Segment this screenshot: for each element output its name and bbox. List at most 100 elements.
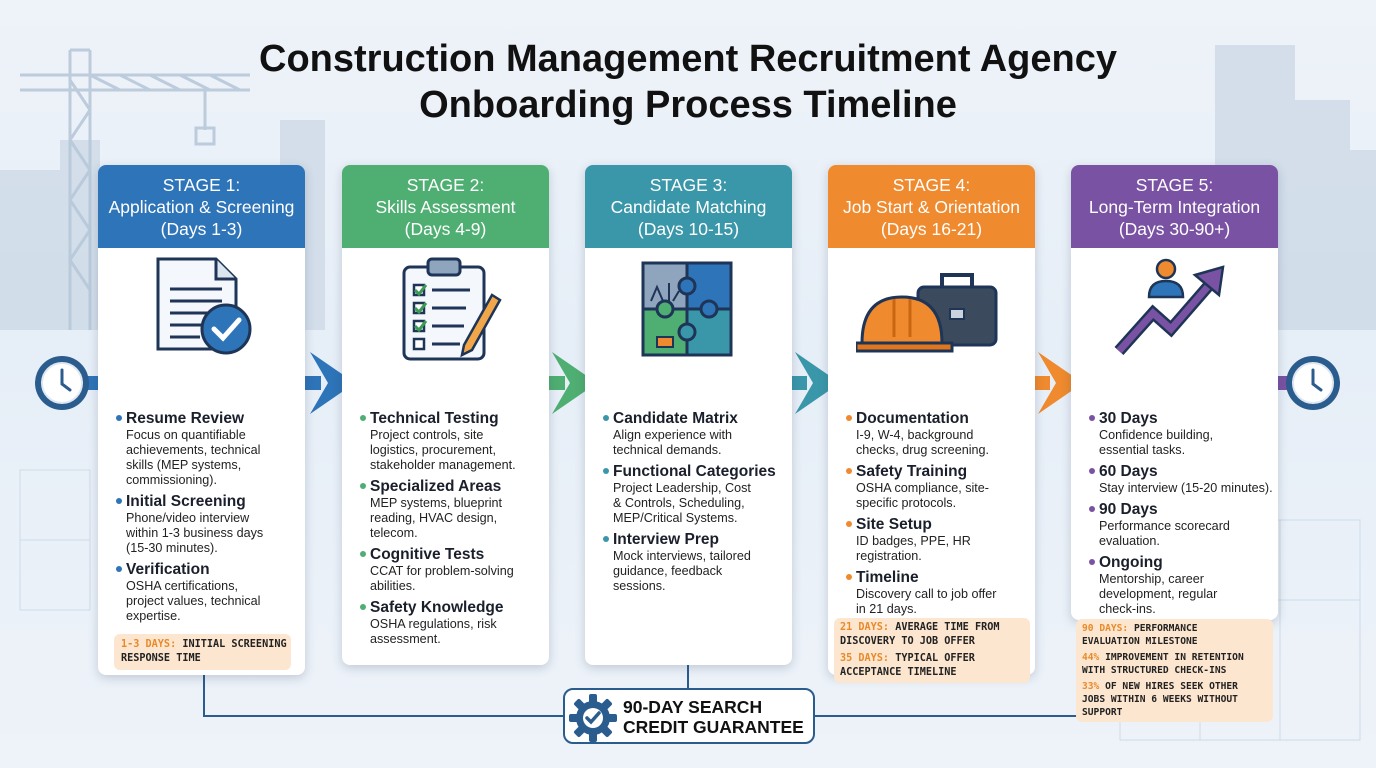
bullet-dot: [603, 536, 609, 542]
stage-card-3: STAGE 3: Candidate Matching (Days 10-15)…: [585, 165, 792, 665]
desc-line: guidance, feedback: [613, 564, 723, 578]
desc-line: checks, drug screening.: [856, 443, 990, 457]
item-title: Safety Training: [856, 463, 968, 480]
stat-text: IMPROVEMENT IN RETENTION: [1099, 652, 1244, 663]
stage-header-3: STAGE 3: Candidate Matching (Days 10-15): [585, 165, 792, 248]
clipboard-checklist-icon: [402, 257, 502, 361]
list-item: 90 Days Performance scorecard evaluation…: [1089, 501, 1268, 549]
stat-text: DISCOVERY TO JOB OFFER: [840, 636, 975, 647]
gear-check-icon: [569, 694, 617, 742]
stage-header-5: STAGE 5: Long-Term Integration (Days 30-…: [1071, 165, 1278, 248]
item-title: Specialized Areas: [370, 478, 502, 495]
desc-line: abilities.: [370, 579, 416, 593]
item-description: ID badges, PPE, HR registration.: [856, 534, 1025, 564]
item-description: Align experience with technical demands.: [613, 428, 782, 458]
item-title: Candidate Matrix: [613, 410, 738, 427]
stat-text: INITIAL SCREENING: [176, 639, 287, 650]
desc-line: logistics, procurement,: [370, 443, 496, 457]
desc-line: MEP systems, blueprint: [370, 496, 503, 510]
item-title: Verification: [126, 561, 210, 578]
list-item: Documentation I-9, W-4, background check…: [846, 410, 1025, 458]
desc-line: project values, technical: [126, 594, 261, 608]
item-description: Performance scorecard evaluation.: [1099, 519, 1268, 549]
item-title: Functional Categories: [613, 463, 776, 480]
stage-5-items: 30 Days Confidence building, essential t…: [1089, 410, 1273, 622]
guarantee-badge: 90-DAY SEARCH CREDIT GUARANTEE: [563, 688, 815, 744]
clock-end-icon: [1286, 356, 1340, 410]
list-item: Functional Categories Project Leadership…: [603, 463, 782, 526]
guarantee-line-2: CREDIT GUARANTEE: [623, 717, 804, 737]
desc-line: essential tasks.: [1099, 443, 1186, 457]
desc-line: development, regular: [1099, 587, 1218, 601]
list-item: Initial Screening Phone/video interview …: [116, 493, 295, 556]
stat-text: OF NEW HIRES SEEK OTHER: [1099, 681, 1238, 692]
stage-name: Skills Assessment: [375, 197, 516, 217]
stat-note-stage-5: 90 DAYS: PERFORMANCE EVALUATION MILESTON…: [1076, 619, 1273, 722]
stage-name: Job Start & Orientation: [842, 197, 1021, 217]
desc-line: & Controls, Scheduling,: [613, 496, 745, 510]
stat-text: PERFORMANCE: [1128, 623, 1198, 634]
desc-line: within 1-3 business days: [126, 526, 264, 540]
list-item: Site Setup ID badges, PPE, HR registrati…: [846, 516, 1025, 564]
stage-name: Long-Term Integration: [1088, 197, 1261, 217]
item-title: Interview Prep: [613, 531, 719, 548]
growth-arrow-person-icon: [1114, 258, 1225, 356]
item-description: Stay interview (15-20 minutes).: [1099, 481, 1273, 496]
stage-header-2: STAGE 2: Skills Assessment (Days 4-9): [342, 165, 549, 248]
desc-line: Mentorship, career: [1099, 572, 1204, 586]
desc-line: Focus on quantifiable: [126, 428, 246, 442]
stat-note: 21 DAYS: AVERAGE TIME FROM DISCOVERY TO …: [834, 618, 1030, 683]
bullet-dot: [116, 415, 122, 421]
desc-line: OSHA compliance, site-: [856, 481, 989, 495]
desc-line: MEP/Critical Systems.: [613, 511, 738, 525]
stage-card-5: STAGE 5: Long-Term Integration (Days 30-…: [1071, 165, 1278, 620]
stat-highlight: 21 DAYS:: [840, 622, 890, 633]
desc-line: evaluation.: [1099, 534, 1160, 548]
item-title: 30 Days: [1099, 410, 1158, 427]
stage-3-items: Candidate Matrix Align experience with t…: [603, 410, 782, 599]
hardhat-briefcase-icon: [856, 273, 998, 353]
item-description: Phone/video interview within 1-3 busines…: [126, 511, 295, 556]
item-description: Discovery call to job offer in 21 days.: [856, 587, 1025, 617]
item-description: Mentorship, career development, regular …: [1099, 572, 1268, 617]
list-item: Technical Testing Project controls, site…: [360, 410, 539, 473]
desc-line: in 21 days.: [856, 602, 917, 616]
item-title: Initial Screening: [126, 493, 246, 510]
item-title: 90 Days: [1099, 501, 1158, 518]
desc-line: Align experience with: [613, 428, 733, 442]
desc-line: Performance scorecard: [1099, 519, 1230, 533]
item-title: Ongoing: [1099, 554, 1163, 571]
bullet-dot: [846, 415, 852, 421]
list-item: Safety Knowledge OSHA regulations, risk …: [360, 599, 539, 647]
desc-line: telecom.: [370, 526, 418, 540]
stage-days: (Days 16-21): [880, 219, 983, 239]
document-check-icon: [156, 257, 252, 355]
desc-line: Project Leadership, Cost: [613, 481, 751, 495]
stage-days: (Days 30-90+): [1118, 219, 1231, 239]
list-item: Verification OSHA certifications, projec…: [116, 561, 295, 624]
stat-highlight: 44%: [1082, 652, 1100, 663]
item-title: Cognitive Tests: [370, 546, 485, 563]
stage-card-4: STAGE 4: Job Start & Orientation (Days 1…: [828, 165, 1035, 683]
desc-line: specific protocols.: [856, 496, 957, 510]
stage-name: Application & Screening: [108, 197, 295, 217]
bullet-dot: [1089, 468, 1095, 474]
bullet-dot: [360, 604, 366, 610]
item-description: OSHA certifications, project values, tec…: [126, 579, 295, 624]
stat-text: JOBS WITHIN 6 WEEKS WITHOUT: [1082, 694, 1238, 705]
bullet-dot: [846, 521, 852, 527]
list-item: Timeline Discovery call to job offer in …: [846, 569, 1025, 617]
clock-start-icon: [35, 356, 89, 410]
puzzle-icon: [641, 261, 733, 357]
desc-line: stakeholder management.: [370, 458, 516, 472]
stage-card-1: STAGE 1: Application & Screening (Days 1…: [98, 165, 305, 675]
desc-line: OSHA certifications,: [126, 579, 238, 593]
title-line-1: Construction Management Recruitment Agen…: [259, 38, 1117, 80]
desc-line: OSHA regulations, risk: [370, 617, 497, 631]
stage-label: STAGE 3:: [649, 175, 728, 195]
item-description: MEP systems, blueprint reading, HVAC des…: [370, 496, 539, 541]
item-title: Site Setup: [856, 516, 932, 533]
stage-card-2: STAGE 2: Skills Assessment (Days 4-9) Te…: [342, 165, 549, 665]
list-item: Resume Review Focus on quantifiable achi…: [116, 410, 295, 488]
